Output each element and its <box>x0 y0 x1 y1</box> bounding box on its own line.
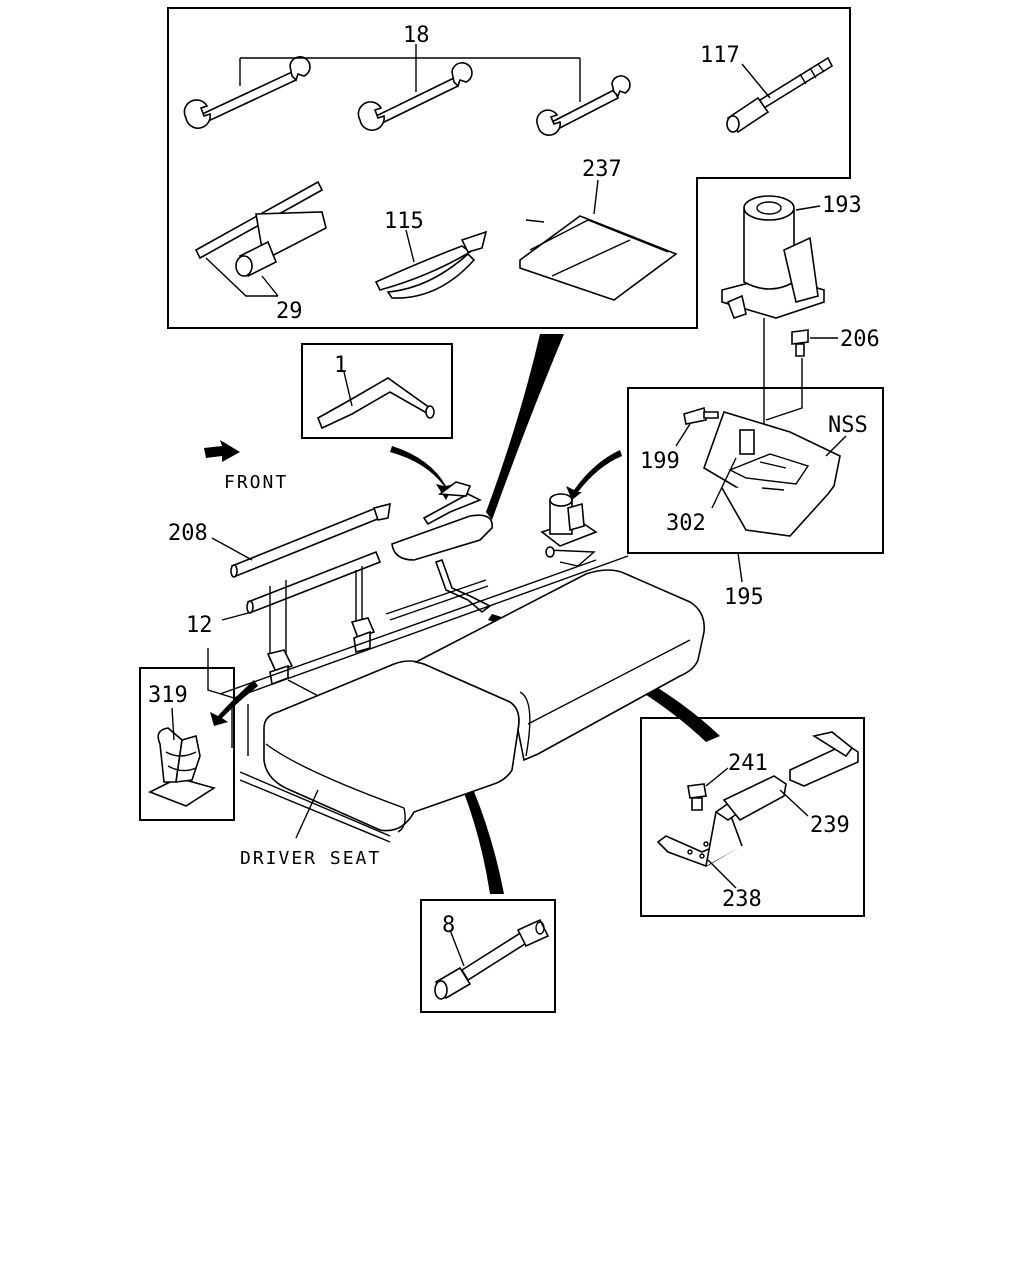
label-117: 117 <box>700 43 740 68</box>
bolt-206 <box>791 329 809 357</box>
driver-seat <box>263 660 520 833</box>
wrench-3 <box>536 75 631 136</box>
hydraulic-jack <box>721 195 825 320</box>
wrench-2 <box>357 62 473 131</box>
pointer-wrench <box>424 712 504 894</box>
label-239: 239 <box>810 813 850 838</box>
label-206: 206 <box>840 327 880 352</box>
jack-tray <box>703 411 841 537</box>
lug-wrench <box>194 180 327 278</box>
clip-319 <box>148 727 216 807</box>
wheel-wrench <box>434 918 550 1000</box>
bolt-199 <box>683 406 719 425</box>
label-208: 208 <box>168 521 208 546</box>
label-199: 199 <box>640 449 680 474</box>
pointer-handle <box>390 446 454 500</box>
label-18: 18 <box>403 23 430 48</box>
label-238: 238 <box>722 887 762 912</box>
handle-installed <box>422 481 482 526</box>
tool-bag-installed <box>391 514 493 561</box>
jack-installed <box>540 493 598 567</box>
pointer-tool-kit <box>486 334 564 520</box>
bolt-241 <box>687 783 707 811</box>
pointer-jack-tray <box>566 450 622 500</box>
label-8: 8 <box>442 913 455 938</box>
strap-239 <box>722 731 859 822</box>
rod-208 <box>230 502 391 578</box>
label-1: 1 <box>334 353 347 378</box>
tool-bag <box>519 215 678 301</box>
cab-floor-lines <box>207 555 629 843</box>
label-115: 115 <box>384 209 424 234</box>
tool-kit-frame <box>167 7 851 329</box>
label-302: 302 <box>666 511 706 536</box>
clips-installed <box>266 566 376 686</box>
jack-handle <box>316 377 435 430</box>
driver-seat-caption: DRIVER SEAT <box>240 848 381 869</box>
label-195: 195 <box>724 585 764 610</box>
wrench-1 <box>183 56 311 129</box>
label-29: 29 <box>276 299 303 324</box>
wheel-wrench-frame <box>420 899 556 1013</box>
passenger-seat <box>413 569 706 762</box>
bracket-installed <box>434 558 492 614</box>
label-241: 241 <box>728 751 768 776</box>
rod-12 <box>246 550 382 614</box>
front-caption: FRONT <box>224 472 288 493</box>
jack-tray-frame <box>627 387 884 554</box>
label-319: 319 <box>148 683 188 708</box>
front-arrow-icon <box>204 440 240 462</box>
extension-bar <box>726 56 834 134</box>
handle-frame <box>301 343 453 439</box>
label-237: 237 <box>582 157 622 182</box>
label-12: 12 <box>186 613 213 638</box>
bracket-frame <box>640 717 865 917</box>
clip-frame <box>139 667 235 821</box>
label-193: 193 <box>822 193 862 218</box>
label-nss: NSS <box>828 413 868 438</box>
pliers <box>374 230 488 299</box>
